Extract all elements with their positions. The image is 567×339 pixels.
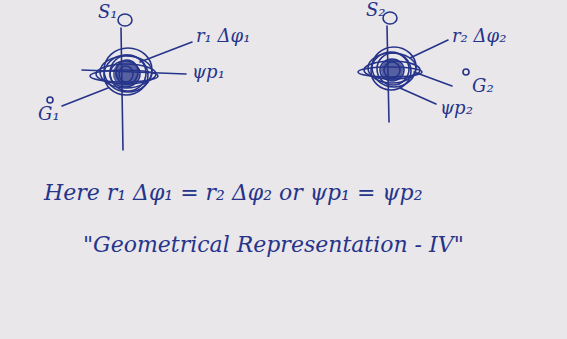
point-mark: [47, 97, 53, 103]
axis-line: [400, 88, 436, 104]
symbol-label: S₁: [98, 2, 118, 23]
equation-note: Here r₁ Δφ₁ = r₂ Δφ₂ or ψp₁ = ψp₂: [44, 180, 423, 205]
rotation-circle: [118, 14, 132, 26]
symbol-label: G₁: [38, 104, 60, 125]
symbol-label: r₁ Δφ₁: [196, 26, 250, 47]
scribble-sphere: [90, 48, 158, 95]
caption: "Geometrical Representation - IV": [83, 232, 464, 257]
leader-line: [410, 40, 448, 58]
symbol-label: ψp₁: [192, 62, 225, 83]
point-mark: [463, 69, 469, 75]
axis-line: [62, 88, 108, 106]
symbol-label: S₂: [366, 0, 386, 21]
leader-line: [140, 42, 192, 62]
symbol-label: ψp₂: [440, 98, 473, 119]
symbol-label: G₂: [472, 76, 494, 97]
symbol-label: r₂ Δφ₂: [452, 26, 506, 47]
scribble-sphere: [358, 47, 422, 90]
